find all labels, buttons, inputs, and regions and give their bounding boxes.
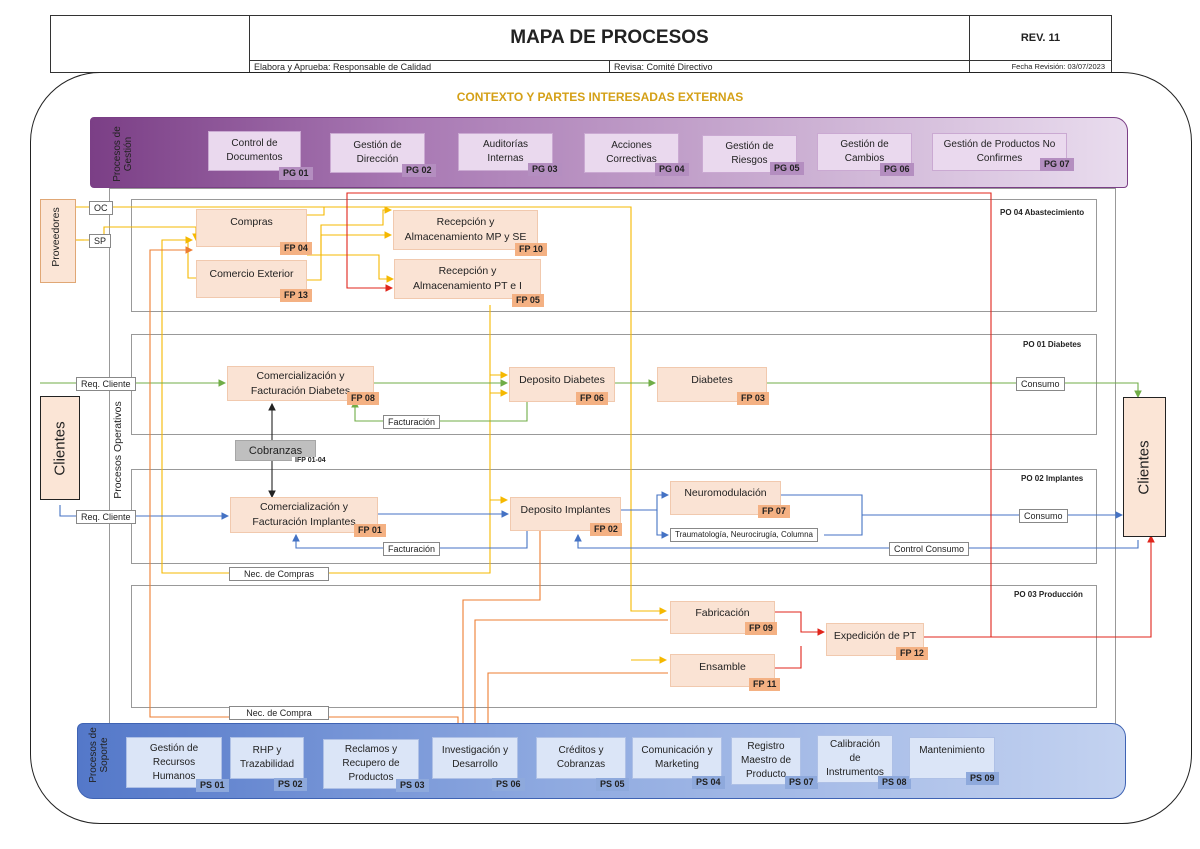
traumatologia-tag: Traumatología, Neurocirugía, Columna: [670, 528, 818, 542]
soporte-code: PS 06: [492, 778, 525, 791]
soporte-code: PS 02: [274, 778, 307, 791]
cobranzas-box[interactable]: Cobranzas: [235, 440, 316, 461]
ensamble-code: FP 11: [749, 678, 781, 691]
fabricacion-box[interactable]: Fabricación: [670, 601, 775, 634]
po-produccion-title: PO 03 Producción: [1014, 590, 1083, 599]
soporte-code: PS 08: [878, 776, 911, 789]
req-cliente-diabetes-tag: Req. Cliente: [76, 377, 136, 391]
gestion-code: PG 01: [279, 167, 313, 180]
gestion-code: PG 05: [770, 162, 804, 175]
context-title: CONTEXTO Y PARTES INTERESADAS EXTERNAS: [456, 90, 744, 104]
expedicion-code: FP 12: [896, 647, 928, 660]
deposito-diabetes-box[interactable]: Deposito Diabetes: [509, 367, 615, 402]
gestion-code: PG 06: [880, 163, 914, 176]
facturacion-implantes-tag: Facturación: [383, 542, 441, 556]
proveedores-box[interactable]: [40, 199, 76, 283]
recepcion-pt-code: FP 05: [512, 294, 544, 307]
compras-code: FP 04: [280, 242, 312, 255]
soporte-code: PS 01: [196, 779, 229, 792]
clientes-right[interactable]: Clientes: [1123, 397, 1166, 537]
comercializacion-diabetes-code: FP 08: [347, 392, 379, 405]
proveedores-label: Proveedores: [50, 207, 62, 267]
req-cliente-implantes-tag: Req. Cliente: [76, 510, 136, 524]
oc-tag: OC: [89, 201, 113, 215]
deposito-implantes-box[interactable]: Deposito Implantes: [510, 497, 621, 531]
comercializacion-implantes-code: FP 01: [354, 524, 386, 537]
clientes-left[interactable]: Clientes: [40, 396, 80, 500]
gestion-code: PG 07: [1040, 158, 1074, 171]
nec-compra-tag: Nec. de Compra: [229, 706, 329, 720]
soporte-code: PS 03: [396, 779, 429, 792]
fabricacion-code: FP 09: [745, 622, 777, 635]
gestion-code: PG 03: [528, 163, 562, 176]
diabetes-code: FP 03: [737, 392, 769, 405]
neuromodulacion-code: FP 07: [758, 505, 790, 518]
compras-box[interactable]: Compras: [196, 209, 307, 247]
deposito-implantes-code: FP 02: [590, 523, 622, 536]
consumo-diabetes-tag: Consumo: [1016, 377, 1065, 391]
control-consumo-tag: Control Consumo: [889, 542, 970, 556]
sp-tag: SP: [89, 234, 112, 248]
po-produccion-frame: [131, 585, 1097, 708]
gestion-code: PG 02: [402, 164, 436, 177]
soporte-code: PS 09: [966, 772, 999, 785]
neuromodulacion-box[interactable]: Neuromodulación: [670, 481, 781, 515]
po-abastecimiento-title: PO 04 Abastecimiento: [1000, 208, 1085, 217]
soporte-code: PS 05: [596, 778, 629, 791]
soporte-code: PS 07: [785, 776, 818, 789]
soporte-code: PS 04: [692, 776, 725, 789]
context-frame: [30, 72, 1192, 824]
deposito-diabetes-code: FP 06: [576, 392, 608, 405]
nec-compras-tag: Nec. de Compras: [229, 567, 329, 581]
cobranzas-code: IFP 01-04: [292, 457, 329, 464]
recepcion-mp-code: FP 10: [515, 243, 547, 256]
po-abastecimiento-frame: [131, 199, 1097, 312]
gestion-code: PG 04: [655, 163, 689, 176]
po-diabetes-title: PO 01 Diabetes: [1023, 340, 1082, 349]
comercio-exterior-code: FP 13: [280, 289, 312, 302]
facturacion-diabetes-tag: Facturación: [383, 415, 441, 429]
po-implantes-title: PO 02 Implantes: [1021, 474, 1084, 483]
consumo-implantes-tag: Consumo: [1019, 509, 1068, 523]
